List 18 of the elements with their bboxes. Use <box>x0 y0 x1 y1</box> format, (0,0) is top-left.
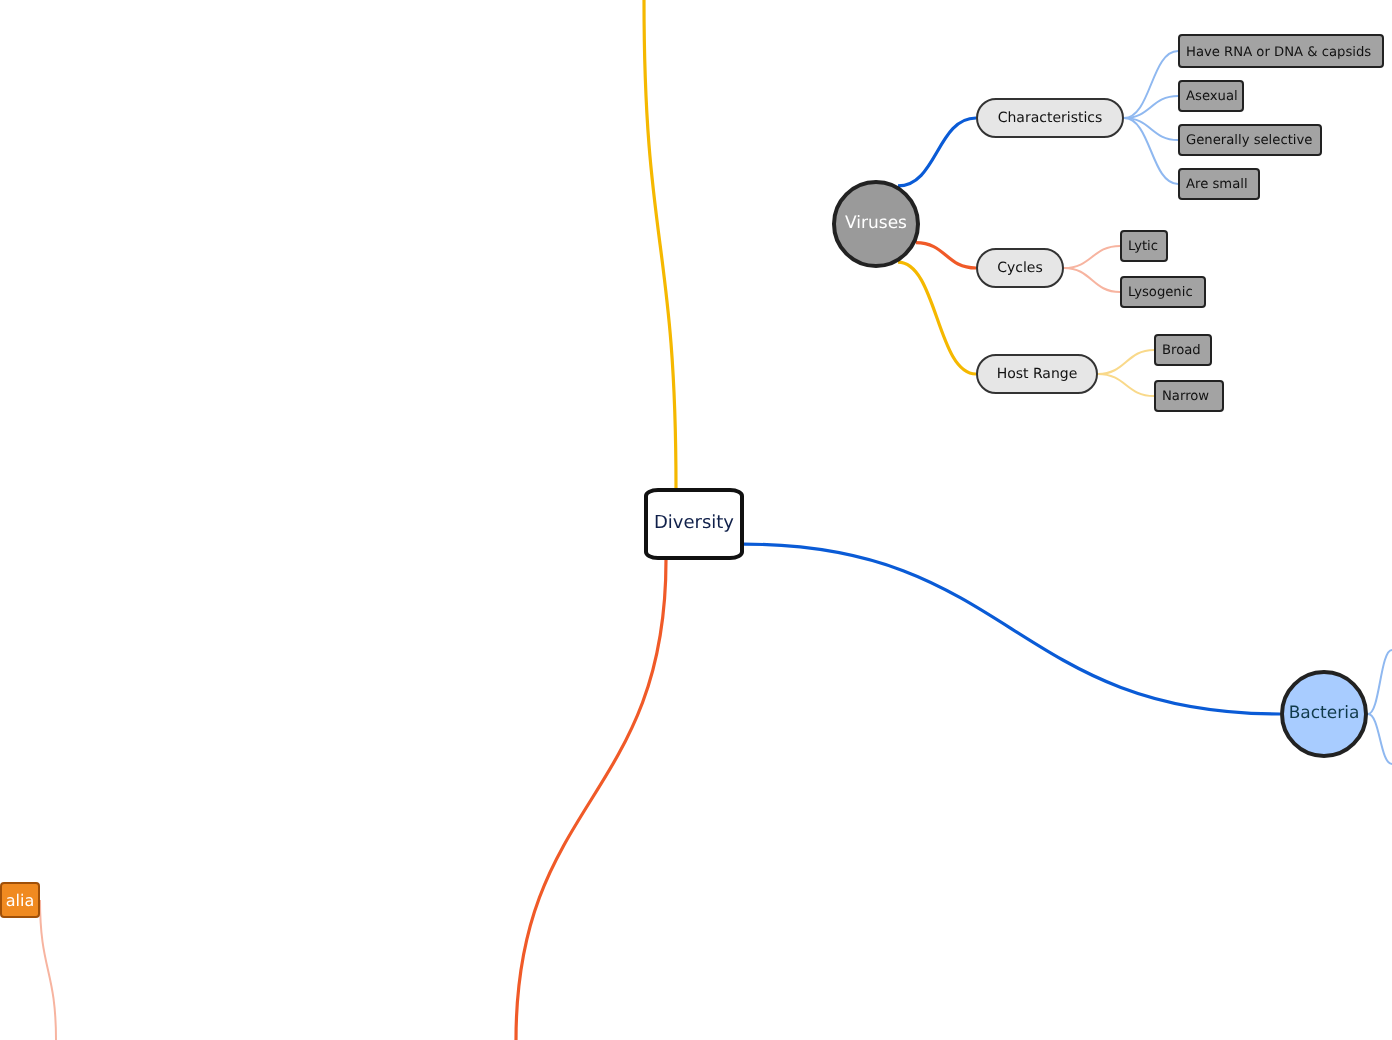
branch-line <box>514 559 668 1040</box>
branch-line <box>897 116 977 188</box>
topic-tag: alia <box>0 882 40 918</box>
branch-line <box>1123 50 1179 119</box>
root-topic-box: Diversity <box>644 488 744 560</box>
branch-line <box>1063 267 1121 293</box>
branch-line <box>915 241 977 270</box>
branch-line <box>1367 649 1392 715</box>
branch-line <box>39 899 57 1040</box>
branch-line <box>1367 713 1392 765</box>
branch-line <box>1123 117 1179 141</box>
branch-line <box>642 0 678 488</box>
branch-line <box>743 542 1281 716</box>
topic-circle: Bacteria <box>1280 670 1368 758</box>
topic-circle: Viruses <box>832 180 920 268</box>
branch-line <box>1123 117 1179 185</box>
branch-line <box>1097 373 1155 397</box>
branch-line <box>897 260 977 376</box>
